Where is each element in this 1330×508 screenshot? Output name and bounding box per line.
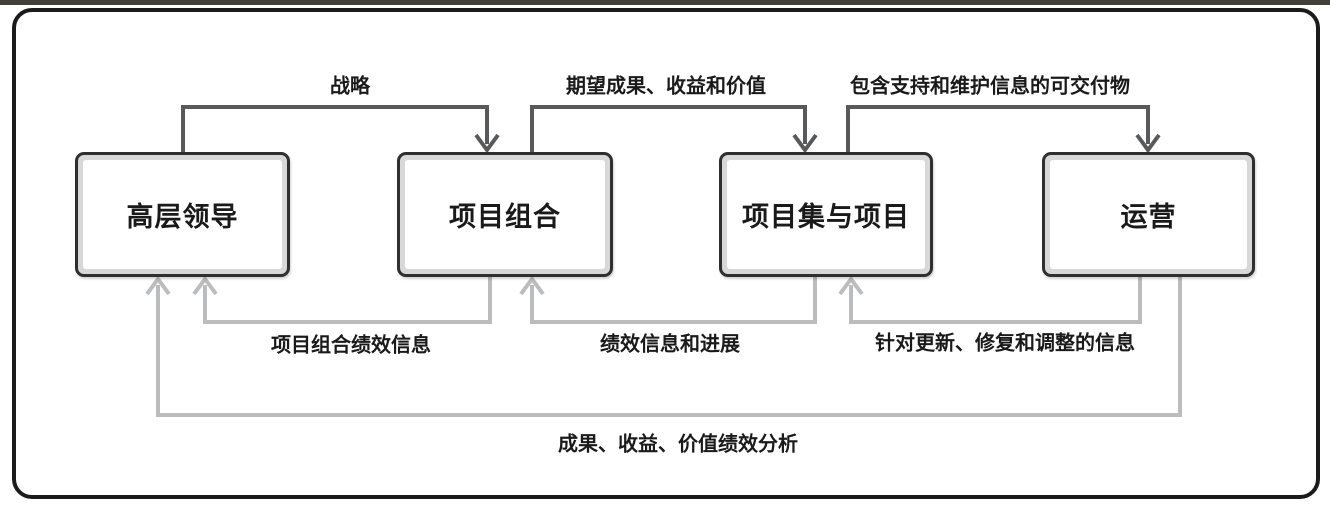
- connector-performance-progress: [519, 275, 817, 324]
- node-portfolio: 项目组合: [397, 152, 613, 277]
- connector-deliverables: [846, 105, 1161, 154]
- label-deliverables: 包含支持和维护信息的可交付物: [850, 75, 1130, 98]
- connector-desired-outcomes: [530, 105, 818, 154]
- node-senior-leadership: 高层领导: [75, 152, 290, 277]
- node-senior-leadership-label: 高层领导: [83, 160, 282, 269]
- label-desired-outcomes: 期望成果、收益和价值: [566, 75, 766, 98]
- label-portfolio-performance: 项目组合绩效信息: [271, 334, 431, 357]
- node-operations-label: 运营: [1050, 160, 1247, 269]
- label-strategy: 战略: [330, 75, 370, 98]
- connector-strategy: [181, 105, 500, 154]
- node-programs-projects: 项目集与项目: [719, 152, 933, 277]
- connector-updates-fixes: [838, 275, 1142, 324]
- connector-value-analysis: [145, 275, 1182, 417]
- label-value-analysis: 成果、收益、价值绩效分析: [558, 433, 798, 456]
- node-operations: 运营: [1042, 152, 1255, 277]
- page-divider-band: [0, 0, 1330, 5]
- connector-portfolio-performance: [192, 275, 492, 324]
- label-updates-fixes: 针对更新、修复和调整的信息: [875, 332, 1135, 355]
- label-performance-progress: 绩效信息和进展: [600, 333, 740, 356]
- diagram-frame: [12, 8, 1320, 499]
- node-programs-projects-label: 项目集与项目: [727, 160, 925, 269]
- node-portfolio-label: 项目组合: [405, 160, 605, 269]
